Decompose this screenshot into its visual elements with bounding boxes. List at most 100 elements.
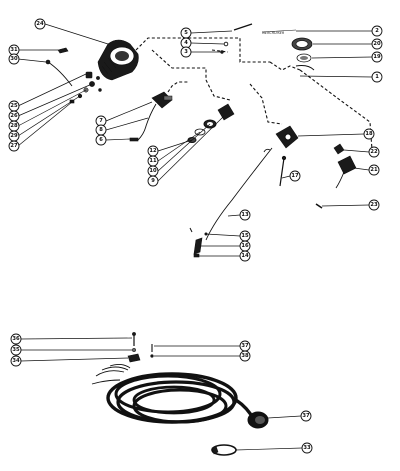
callout-circle <box>371 38 383 50</box>
bezel-ring <box>291 37 313 51</box>
callout-number: 10 <box>149 168 157 174</box>
callout-number: 4 <box>184 40 188 46</box>
screw-36 <box>132 332 136 346</box>
callout-20: 20 <box>371 38 383 50</box>
callout-33: 33 <box>301 442 313 454</box>
callout-37-lower: 37 <box>300 410 312 422</box>
callout-circle <box>300 410 312 422</box>
callout-34: 34 <box>10 355 22 367</box>
callout-number: 2 <box>375 28 379 34</box>
callout-number: 37 <box>302 413 310 419</box>
callout-circle <box>8 140 20 152</box>
callout-number: 9 <box>151 178 155 184</box>
clamp-33 <box>211 444 237 456</box>
callout-number: 5 <box>184 30 188 36</box>
callout-number: 24 <box>36 21 44 27</box>
sleeve-14 <box>193 253 200 258</box>
callout-24: 24 <box>34 18 46 30</box>
lens <box>296 53 312 63</box>
callout-circle <box>10 333 22 345</box>
callout-circle <box>368 146 380 158</box>
wire-lead-30 <box>45 59 73 87</box>
callout-29: 29 <box>8 130 20 142</box>
callout-number: 19 <box>373 54 381 60</box>
callout-circle <box>368 164 380 176</box>
wiring-harness-32 <box>91 363 269 429</box>
callout-19: 19 <box>371 51 383 63</box>
callout-38: 38 <box>239 350 251 362</box>
washer-35 <box>131 347 137 353</box>
callout-number: 15 <box>241 233 249 239</box>
terminal-23 <box>315 203 323 209</box>
connector-21 <box>335 155 357 189</box>
callout-circle <box>147 175 159 187</box>
callout-number: 7 <box>99 118 103 124</box>
washer-4 <box>223 41 229 47</box>
callout-number: 33 <box>303 445 311 451</box>
callout-number: 26 <box>10 113 18 119</box>
callout-circle <box>371 51 383 63</box>
callout-21: 21 <box>368 164 380 176</box>
connector-7 <box>151 91 173 109</box>
callout-circle <box>301 442 313 454</box>
callout-circle <box>371 71 383 83</box>
callout-circle <box>10 344 22 356</box>
callout-number: 37 <box>241 343 249 349</box>
callout-number: 34 <box>12 358 20 364</box>
callout-22: 22 <box>368 146 380 158</box>
callouts: 24 31 30 25 26 28 29 27 5 4 3 2 20 19 1 … <box>8 18 383 454</box>
callout-26: 26 <box>8 110 20 122</box>
gasket-arc-1 <box>295 65 315 71</box>
callout-7: 7 <box>95 115 107 127</box>
leader-lines <box>17 23 373 451</box>
callout-6: 6 <box>95 134 107 146</box>
callout-number: 28 <box>10 123 18 129</box>
decal-plate: MERCRUISER <box>261 29 297 35</box>
callout-number: 13 <box>241 212 249 218</box>
callout-circle <box>371 25 383 37</box>
callout-3: 3 <box>180 46 192 58</box>
callout-circle <box>239 350 251 362</box>
callout-number: 29 <box>10 133 18 139</box>
pin <box>189 227 193 233</box>
callout-number: 8 <box>99 127 103 133</box>
callout-1: 1 <box>371 71 383 83</box>
clip-16 <box>193 237 203 255</box>
callout-number: 20 <box>373 41 381 47</box>
callout-circle <box>8 53 20 65</box>
callout-number: 17 <box>291 173 299 179</box>
callout-2: 2 <box>371 25 383 37</box>
callout-circle <box>180 46 192 58</box>
callout-5: 5 <box>180 27 192 39</box>
callout-14: 14 <box>239 250 251 262</box>
callout-25: 25 <box>8 100 20 112</box>
callout-number: 1 <box>375 74 379 80</box>
callout-circle <box>239 209 251 221</box>
callout-circle <box>34 18 46 30</box>
callout-number: 25 <box>10 103 18 109</box>
callout-18: 18 <box>363 128 375 140</box>
callout-circle <box>10 355 22 367</box>
callout-number: 16 <box>241 243 249 249</box>
nut-3 <box>220 50 224 54</box>
callout-16: 16 <box>239 240 251 252</box>
callout-10: 10 <box>147 165 159 177</box>
callout-4: 4 <box>180 37 192 49</box>
callout-number: 30 <box>10 56 18 62</box>
callout-number: 3 <box>184 49 188 55</box>
assembly-lines <box>135 37 373 151</box>
callout-15: 15 <box>239 230 251 242</box>
plug-22 <box>333 143 345 155</box>
callout-27: 27 <box>8 140 20 152</box>
terminal-6 <box>129 137 139 142</box>
probe-17 <box>279 155 287 187</box>
callout-number: 36 <box>12 336 20 342</box>
sensor-tip <box>263 148 271 153</box>
callout-circle <box>289 170 301 182</box>
callout-number: 21 <box>370 167 378 173</box>
callout-13: 13 <box>239 209 251 221</box>
callout-31: 31 <box>8 44 20 56</box>
callout-circle <box>368 199 380 211</box>
callout-number: 18 <box>365 131 373 137</box>
